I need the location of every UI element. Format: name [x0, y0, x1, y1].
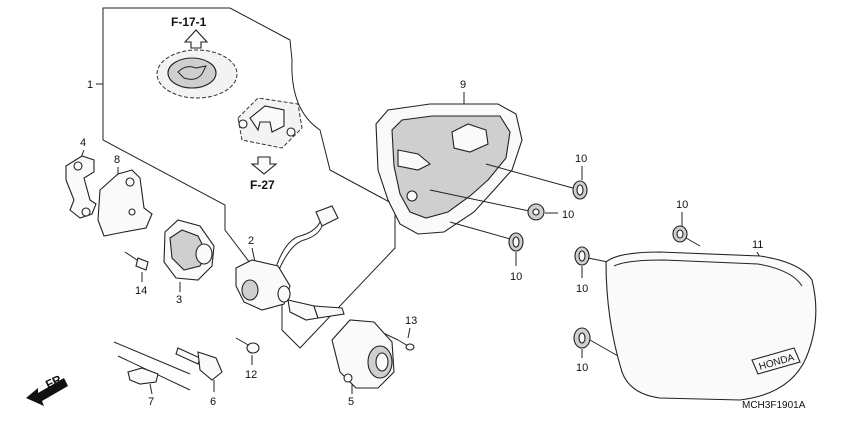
front-arrow-icon: [26, 378, 68, 406]
callout-6: 6: [210, 396, 216, 408]
grommet-10a: [485, 163, 588, 200]
bracket-4: [65, 155, 97, 219]
callout-1: 1: [87, 79, 93, 91]
bolt-12: [235, 337, 260, 354]
grommet-10f: [573, 327, 619, 357]
callout-10b: 10: [562, 209, 574, 221]
callout-14: 14: [135, 285, 147, 297]
arrow-up-icon: [183, 29, 209, 49]
callout-13: 13: [405, 315, 417, 327]
side-cover-inner-9: [375, 103, 523, 235]
callout-10c: 10: [510, 271, 522, 283]
bolt-14: [124, 251, 149, 271]
callout-4: 4: [80, 137, 86, 149]
ref-f-17-1[interactable]: F-17-1: [171, 15, 207, 29]
assembly-1-outline: [102, 7, 396, 349]
callout-10e: 10: [576, 283, 588, 295]
callout-5: 5: [348, 396, 354, 408]
callout-10f: 10: [576, 362, 588, 374]
key-6: [175, 347, 223, 381]
callout-11: 11: [752, 239, 763, 251]
callout-9: 9: [460, 79, 466, 91]
fuel-cap: [156, 49, 238, 99]
callout-2: 2: [248, 235, 254, 247]
grommet-10d: [672, 225, 701, 247]
lock-body-3: [163, 219, 215, 281]
callout-8: 8: [114, 154, 120, 166]
diagram-code: MCH3F1901A: [742, 400, 806, 411]
callout-3: 3: [176, 294, 182, 306]
key-7: [127, 367, 159, 385]
callout-10d: 10: [676, 199, 688, 211]
grommet-10b: [429, 189, 545, 221]
screw-13: [397, 339, 415, 351]
grommet-10e: [574, 246, 609, 266]
callout-12: 12: [245, 369, 257, 381]
callout-7: 7: [148, 396, 154, 408]
bracket-f27: [237, 97, 303, 149]
grommet-10c: [449, 221, 524, 252]
lock-cover-5: [331, 319, 399, 389]
arrow-down-icon: [250, 156, 278, 175]
ref-f-27[interactable]: F-27: [250, 178, 275, 192]
bracket-8: [97, 169, 153, 237]
side-cover-outer-11: HONDA: [605, 251, 817, 401]
callout-10a: 10: [575, 153, 587, 165]
ignition-switch-2: [235, 205, 345, 321]
